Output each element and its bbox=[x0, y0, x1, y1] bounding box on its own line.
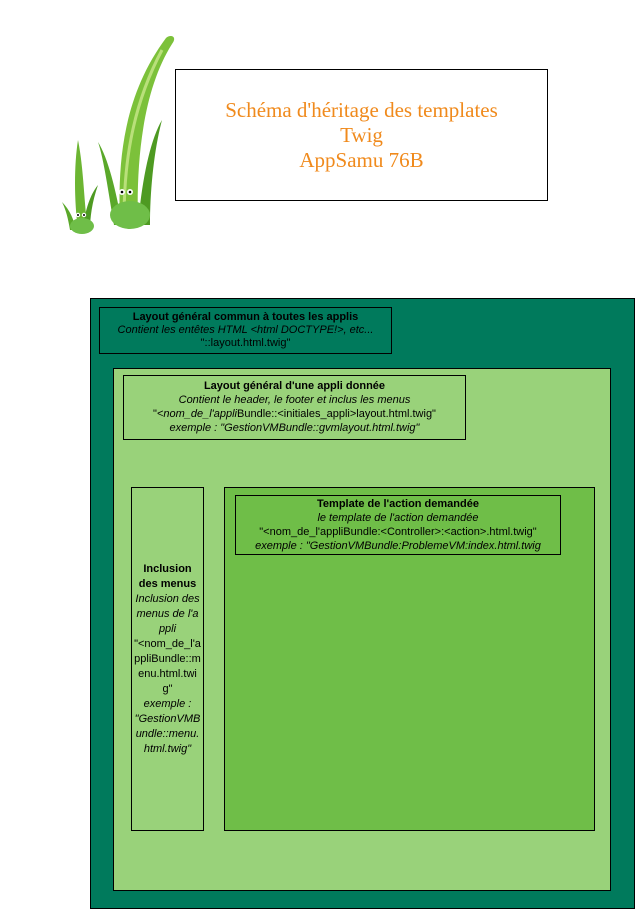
general-layout-heading: Layout général commun à toutes les appli… bbox=[132, 311, 359, 323]
grass-character-icon bbox=[62, 36, 175, 234]
app-layout-path-rest: Bundle::<initiales_appli>layout.html.twi… bbox=[237, 408, 436, 420]
app-layout-heading: Layout général d'une appli donnée bbox=[203, 380, 386, 392]
app-layout-example: exemple : "GestionVMBundle::gvmlayout.ht… bbox=[169, 422, 420, 434]
general-layout-description: Contient les entêtes HTML <html DOCTYPE!… bbox=[117, 324, 374, 336]
title-line-2: Twig bbox=[340, 122, 383, 147]
menus-example-label: exemple : bbox=[143, 697, 192, 710]
app-layout-path-prefix: " bbox=[153, 408, 157, 420]
action-example: exemple : "GestionVMBundle:ProblemeVM:in… bbox=[255, 540, 541, 552]
title-line-3: AppSamu 76B bbox=[299, 147, 424, 172]
diagram-title-box: Schéma d'héritage des templates Twig App… bbox=[175, 69, 548, 201]
action-template-label: Template de l'action demandée le templat… bbox=[235, 495, 561, 555]
app-layout-label: Layout général d'une appli donnée Contie… bbox=[123, 375, 466, 440]
general-layout-label: Layout général commun à toutes les appli… bbox=[99, 307, 392, 354]
menus-include-box: Inclusion des menus Inclusion des menus … bbox=[131, 487, 204, 831]
app-layout-path: "<nom_de_l'appliBundle::<initiales_appli… bbox=[124, 407, 465, 421]
action-path: "<nom_de_l'appliBundle:<Controller>:<act… bbox=[259, 526, 537, 538]
general-layout-path: "::layout.html.twig" bbox=[200, 337, 291, 349]
menus-heading: Inclusion des menus bbox=[138, 562, 197, 590]
menus-path: "<nom_de_l'appliBundle::menu.html.twig" bbox=[134, 637, 201, 695]
action-description: le template de l'action demandée bbox=[317, 512, 479, 524]
action-heading: Template de l'action demandée bbox=[317, 498, 479, 510]
app-layout-description: Contient le header, le footer et inclus … bbox=[178, 394, 411, 406]
app-layout-path-italic: <nom_de_l'appli bbox=[156, 408, 237, 420]
title-line-1: Schéma d'héritage des templates bbox=[225, 97, 498, 122]
menus-description: Inclusion des menus de l'appli bbox=[135, 592, 200, 635]
menus-example-value: "GestionVMBundle::menu.html.twig" bbox=[134, 712, 201, 755]
